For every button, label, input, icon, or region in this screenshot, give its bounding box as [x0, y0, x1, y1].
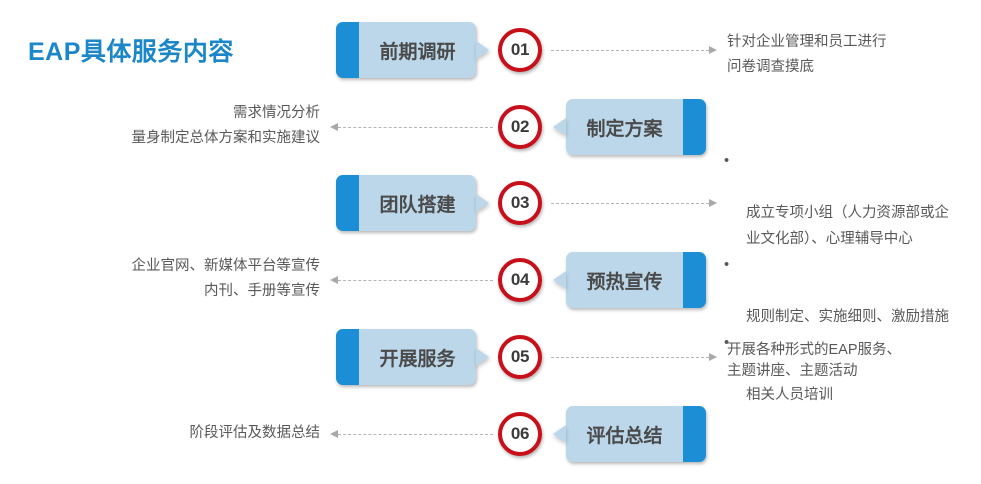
step-description-05: 开展各种形式的EAP服务、 主题讲座、主题活动	[727, 342, 902, 379]
step-label-box-05[interactable]: 开展服务	[336, 329, 489, 385]
connector-arrow-icon	[709, 353, 717, 361]
step-description-06: 阶段评估及数据总结	[189, 425, 321, 441]
arrow-notch-icon	[553, 425, 566, 443]
step-bullet-list-03: • 成立专项小组（人力资源部或企 业文化部）、心理辅导中心 • 规则制定、实施细…	[720, 148, 981, 408]
step-number-badge-03[interactable]: 03	[498, 181, 542, 225]
arrow-notch-icon	[553, 118, 566, 136]
step-label-text: 团队搭建	[379, 194, 456, 216]
process-step-row-1: 前期调研 01 针对企业管理和员工进行 问卷调查摸底	[0, 12, 981, 88]
step-label-text: 前期调研	[379, 41, 456, 63]
page-title: EAP具体服务内容	[28, 38, 234, 66]
list-item-text: 规则制定、实施细则、激励措施	[746, 309, 949, 325]
step-description-04: 企业官网、新媒体平台等宣传 内刊、手册等宣传	[131, 258, 321, 299]
step-number-badge-02[interactable]: 02	[498, 105, 542, 149]
connector-arrow-icon	[709, 199, 717, 207]
connector-line-06	[338, 434, 493, 436]
process-step-row-3: 团队搭建 03 • 成立专项小组（人力资源部或企 业文化部）、心理辅导中心 • …	[0, 153, 981, 403]
step-label-box-01[interactable]: 前期调研	[336, 22, 489, 78]
step-label-text: 评估总结	[586, 425, 663, 447]
step-label-text: 制定方案	[586, 118, 663, 140]
list-item: • 成立专项小组（人力资源部或企 业文化部）、心理辅导中心	[720, 148, 981, 252]
connector-arrow-icon	[330, 123, 338, 131]
list-item-text: 成立专项小组（人力资源部或企 业文化部）、心理辅导中心	[746, 205, 949, 247]
bullet-dot-icon: •	[724, 153, 730, 169]
step-label-box-06[interactable]: 评估总结	[553, 406, 706, 462]
connector-arrow-icon	[330, 430, 338, 438]
arrow-notch-icon	[476, 41, 489, 59]
arrow-notch-icon	[553, 271, 566, 289]
list-item: • 相关人员培训	[720, 330, 981, 408]
step-number-badge-04[interactable]: 04	[498, 258, 542, 302]
step-accent-bar	[336, 175, 359, 231]
connector-line-01	[551, 50, 709, 52]
step-accent-bar	[336, 329, 359, 385]
process-step-row-5: 开展服务 05 开展各种形式的EAP服务、 主题讲座、主题活动	[0, 319, 981, 395]
step-number-badge-01[interactable]: 01	[498, 28, 542, 72]
step-label-box-04[interactable]: 预热宣传	[553, 252, 706, 308]
list-item-text: 相关人员培训	[746, 387, 833, 403]
connector-line-04	[338, 280, 493, 282]
step-accent-bar	[336, 22, 359, 78]
step-description-01: 针对企业管理和员工进行 问卷调查摸底	[727, 34, 887, 75]
step-accent-bar	[683, 406, 706, 462]
bullet-dot-icon: •	[724, 335, 730, 351]
step-label-text: 预热宣传	[586, 271, 663, 293]
process-step-row-6: 阶段评估及数据总结 06 评估总结	[0, 396, 981, 472]
connector-arrow-icon	[330, 276, 338, 284]
step-number-badge-06[interactable]: 06	[498, 412, 542, 456]
process-step-row-4: 企业官网、新媒体平台等宣传 内刊、手册等宣传 04 预热宣传	[0, 242, 981, 318]
list-item: • 规则制定、实施细则、激励措施	[720, 252, 981, 330]
arrow-notch-icon	[476, 194, 489, 212]
connector-line-03	[551, 203, 709, 205]
connector-arrow-icon	[709, 46, 717, 54]
connector-line-02	[338, 127, 493, 129]
bullet-dot-icon: •	[724, 257, 730, 273]
step-accent-bar	[683, 252, 706, 308]
step-accent-bar	[683, 99, 706, 155]
step-label-box-02[interactable]: 制定方案	[553, 99, 706, 155]
process-step-row-2: 需求情况分析 量身制定总体方案和实施建议 02 制定方案	[0, 89, 981, 165]
arrow-notch-icon	[476, 348, 489, 366]
step-description-02: 需求情况分析 量身制定总体方案和实施建议	[131, 105, 321, 146]
step-label-box-03[interactable]: 团队搭建	[336, 175, 489, 231]
step-number-badge-05[interactable]: 05	[498, 335, 542, 379]
connector-line-05	[551, 357, 709, 359]
step-label-text: 开展服务	[379, 348, 456, 370]
